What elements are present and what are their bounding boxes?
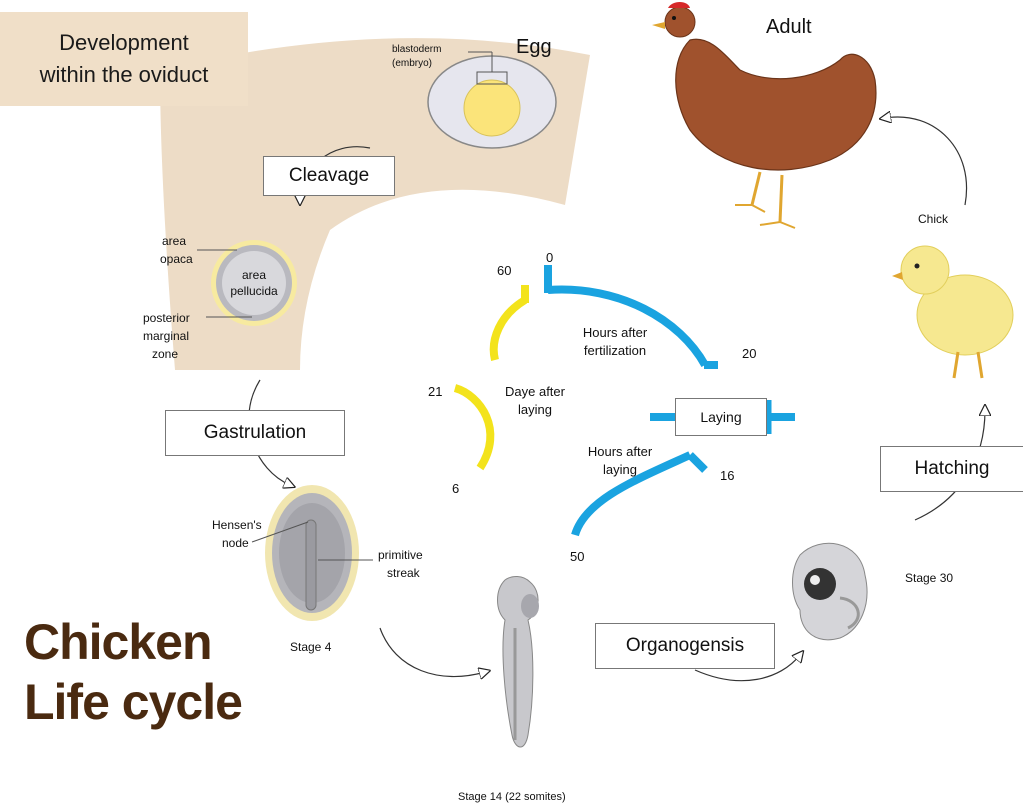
area-opaca-label-2: opaca <box>160 252 193 266</box>
primitive-streak-label-2: streak <box>387 566 420 580</box>
hours-after-fertilization-line1: Hours after <box>582 325 648 340</box>
main-title-line1: Chicken <box>24 614 213 670</box>
hatching-box: Hatching <box>880 446 1023 492</box>
laying-box: Laying <box>675 398 767 436</box>
pmz-label-3: zone <box>152 347 179 361</box>
hensens-node-label-1: Hensen's <box>212 518 262 532</box>
hours-after-fertilization-line2: fertilization <box>583 343 647 358</box>
blastoderm-label: blastoderm <box>392 44 442 55</box>
egg-illustration <box>427 51 557 149</box>
pmz-label-2: marginal <box>143 329 190 343</box>
timeline-50: 50 <box>570 549 585 564</box>
embryo-label: (embryo) <box>392 58 433 69</box>
hensens-node-label-2: node <box>222 536 249 550</box>
gastrulation-box: Gastrulation <box>165 410 345 456</box>
chick-to-adult-arrow <box>885 117 968 206</box>
organogenesis-box: Organogensis <box>595 623 775 669</box>
timeline-60: 60 <box>497 263 512 278</box>
timeline-6: 6 <box>452 481 460 496</box>
stage4-embryo <box>251 485 373 621</box>
area-pellucida-label-2: pellucida <box>230 284 278 298</box>
oviduct-title-line2: within the oviduct <box>39 62 209 87</box>
timeline-21: 21 <box>428 384 443 399</box>
oviduct-title-box: Development within the oviduct <box>0 12 248 106</box>
cleavage-box: Cleavage <box>263 156 395 196</box>
area-pellucida-label-1: area <box>241 268 267 282</box>
stage14-label: Stage 14 (22 somites) <box>458 791 566 803</box>
primitive-streak-label-1: primitive <box>378 548 423 562</box>
stage30-embryo <box>792 542 868 641</box>
area-opaca-label-1: area <box>162 234 187 248</box>
hen-illustration <box>652 2 877 229</box>
timeline-0: 0 <box>546 250 554 265</box>
blue-arc-fertilization <box>547 285 709 367</box>
hours-after-laying-line1: Hours after <box>587 444 653 459</box>
stage30-label: Stage 30 <box>905 571 954 585</box>
egg-label: Egg <box>516 36 552 58</box>
stage4-to-stage14-arrow <box>379 627 485 677</box>
organogenesis-arrow <box>694 655 800 682</box>
chick-label: Chick <box>918 212 949 226</box>
timeline-20: 20 <box>742 346 757 361</box>
stage14-embryo <box>497 576 539 748</box>
main-title-line2: Life cycle <box>24 674 243 730</box>
oviduct-title-line1: Development <box>59 30 189 55</box>
days-after-laying-line2: laying <box>518 402 552 417</box>
timeline-16: 16 <box>720 468 735 483</box>
adult-label: Adult <box>766 16 812 38</box>
timeline-diagram <box>453 265 795 537</box>
blue-arc-laying <box>571 451 692 537</box>
yellow-arc-days <box>453 384 495 471</box>
pmz-label-1: posterior <box>143 311 190 325</box>
blastoderm-disc <box>197 240 297 326</box>
hours-after-laying-line2: laying <box>603 462 637 477</box>
main-title: Chicken Life cycle <box>24 612 243 732</box>
days-after-laying-line1: Daye after <box>505 384 565 399</box>
chick-illustration <box>892 245 1014 379</box>
stage4-label: Stage 4 <box>290 640 332 654</box>
yellow-arc-top <box>489 296 528 361</box>
